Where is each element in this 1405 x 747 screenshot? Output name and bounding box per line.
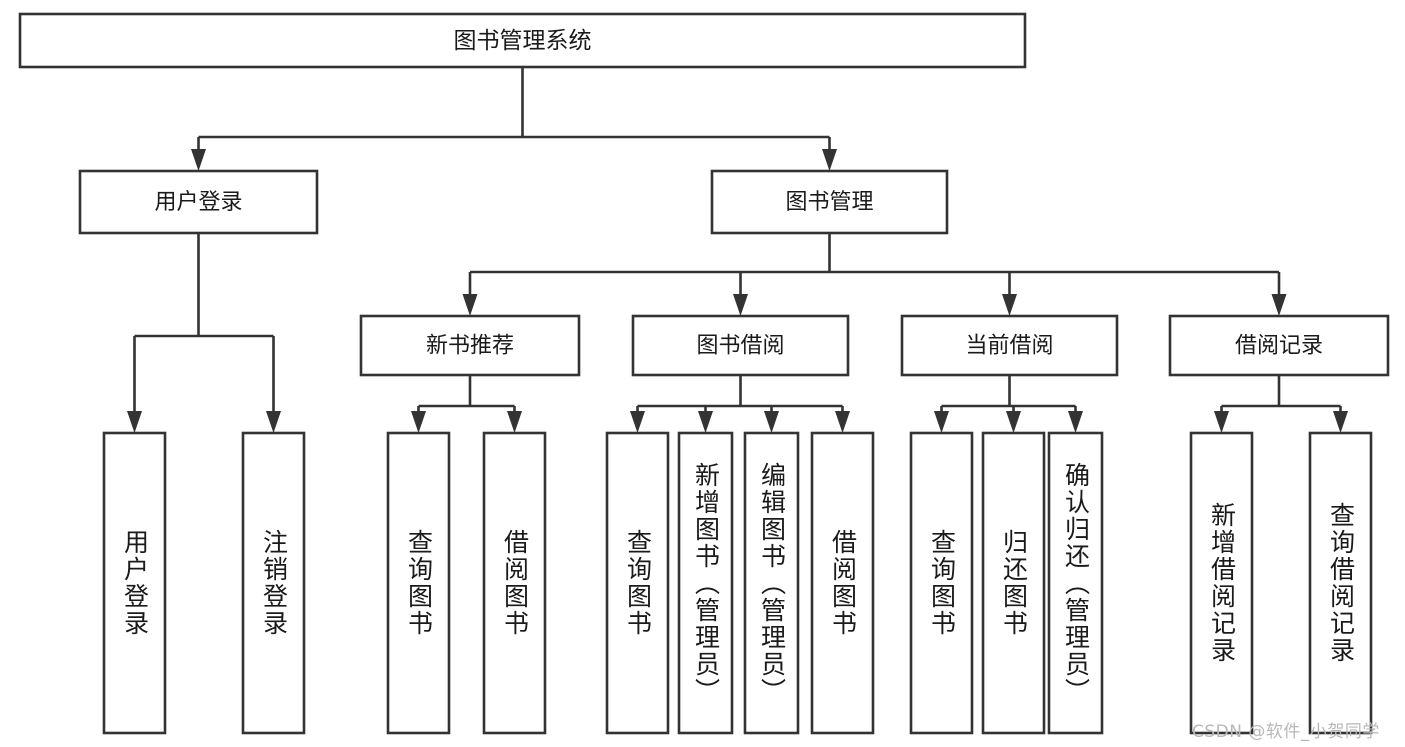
- level1-node-0[interactable]: 用户登录: [78, 169, 319, 235]
- root-arrow-0: [191, 149, 206, 171]
- leaf-node-0-0-rect[interactable]: [102, 431, 167, 735]
- level2-1-1-arrow-1: [698, 411, 713, 433]
- level2-node-1-0-label: 新书推荐: [426, 334, 514, 359]
- level2-node-1-2-label: 当前借阅: [965, 334, 1053, 359]
- level2-node-1-3[interactable]: 借阅记录: [1168, 314, 1390, 377]
- level2-node-1-0[interactable]: 新书推荐: [359, 314, 581, 377]
- level1-1-arrow-1: [733, 294, 748, 316]
- root-node-rect[interactable]: [18, 12, 1027, 69]
- level2-1-3-arrow-1: [1333, 411, 1348, 433]
- level2-node-1-2-rect[interactable]: [900, 314, 1119, 377]
- level1-node-1-rect[interactable]: [710, 169, 949, 235]
- level2-node-1-2[interactable]: 当前借阅: [900, 314, 1119, 377]
- leaf-node-1-1-0-rect[interactable]: [605, 431, 670, 735]
- leaf-node-1-3-0-rect[interactable]: [1189, 431, 1254, 735]
- level1-node-1-label: 图书管理: [785, 190, 873, 215]
- level2-node-1-0-rect[interactable]: [359, 314, 581, 377]
- level2-node-1-1-rect[interactable]: [631, 314, 850, 377]
- level1-0-arrow-1: [266, 411, 281, 433]
- leaf-node-1-1-3-rect[interactable]: [810, 431, 875, 735]
- level2-1-2-arrow-1: [1006, 411, 1021, 433]
- level2-1-2-arrow-2: [1068, 411, 1083, 433]
- level1-node-0-label: 用户登录: [154, 190, 242, 215]
- leaf-node-0-1-rect[interactable]: [241, 431, 306, 735]
- leaf-node-1-2-1-rect[interactable]: [981, 431, 1046, 735]
- root-arrow-1: [822, 149, 837, 171]
- leaf-node-1-1-2-rect[interactable]: [743, 431, 800, 735]
- leaf-node-1-2-0-rect[interactable]: [909, 431, 974, 735]
- root-node-label: 图书管理系统: [454, 28, 592, 54]
- leaf-node-1-3-1-rect[interactable]: [1308, 431, 1373, 735]
- level1-1-arrow-2: [1002, 294, 1017, 316]
- level2-node-1-3-rect[interactable]: [1168, 314, 1390, 377]
- level2-node-1-3-label: 借阅记录: [1235, 334, 1323, 359]
- leaf-node-1-2-2-rect[interactable]: [1047, 431, 1104, 735]
- watermark-text: CSDN @软件_小贺同学: [1192, 722, 1380, 742]
- level2-1-1-arrow-0: [630, 411, 645, 433]
- level2-node-1-1-label: 图书借阅: [696, 334, 784, 359]
- level2-1-1-arrow-2: [764, 411, 779, 433]
- leaf-node-1-1-1-rect[interactable]: [677, 431, 734, 735]
- level1-1-arrow-0: [462, 294, 478, 316]
- level2-1-0-arrow-1: [507, 411, 522, 433]
- leaf-node-1-0-0-rect[interactable]: [386, 431, 451, 735]
- level2-node-1-1[interactable]: 图书借阅: [631, 314, 850, 377]
- leaf-node-1-0-1-rect[interactable]: [482, 431, 547, 735]
- level1-0-arrow-0: [127, 411, 142, 433]
- root-node[interactable]: 图书管理系统: [18, 12, 1027, 69]
- level2-1-2-arrow-0: [934, 411, 949, 433]
- level1-node-1[interactable]: 图书管理: [710, 169, 949, 235]
- level2-1-0-arrow-0: [411, 411, 426, 433]
- level1-1-arrow-3: [1271, 294, 1287, 316]
- level2-1-1-arrow-3: [835, 411, 850, 433]
- level2-1-3-arrow-0: [1214, 411, 1229, 433]
